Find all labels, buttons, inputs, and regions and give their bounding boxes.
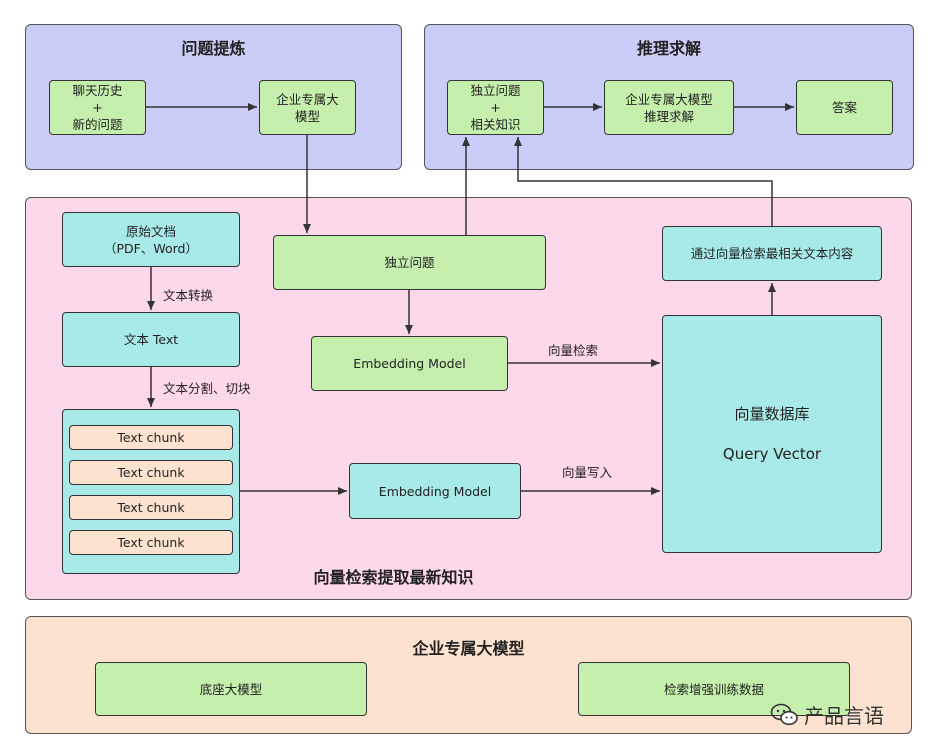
edge-label-vector-write: 向量写入 [562, 465, 613, 480]
node-embedding-model-docs: Embedding Model [349, 463, 521, 519]
wechat-icon [770, 703, 798, 725]
node-rag-training-data: 检索增强训练数据 [578, 662, 850, 716]
text-chunk: Text chunk [69, 530, 233, 555]
node-chat-history: 聊天历史 + 新的问题 [49, 80, 146, 135]
node-base-model: 底座大模型 [95, 662, 367, 716]
edge-label-text-conversion: 文本转换 [163, 288, 214, 303]
panel-retrieval-title: 向量检索提取最新知识 [313, 568, 474, 587]
node-answer: 答案 [796, 80, 893, 135]
node-text: 文本 Text [62, 312, 240, 367]
panel-reasoning-title: 推理求解 [636, 39, 701, 58]
node-vector-database: 向量数据库 Query Vector [662, 315, 882, 553]
text-chunk: Text chunk [69, 460, 233, 485]
edge-label-vector-search: 向量检索 [548, 343, 599, 358]
watermark-text: 产品言语 [804, 704, 884, 728]
node-llm-reasoning: 企业专属大模型 推理求解 [604, 80, 734, 135]
watermark: 产品言语 [770, 700, 884, 729]
panel-model-title: 企业专属大模型 [412, 639, 525, 658]
vector-database-subtitle: Query Vector [722, 445, 822, 463]
text-chunk: Text chunk [69, 425, 233, 450]
text-chunk: Text chunk [69, 495, 233, 520]
node-raw-documents: 原始文档 （PDF、Word） [62, 212, 240, 267]
vector-database-title: 向量数据库 [734, 405, 810, 423]
edge-label-split: 文本分割、切块 [163, 381, 251, 396]
node-embedding-model-query: Embedding Model [311, 336, 508, 391]
node-standalone-question-with-knowledge: 独立问题 + 相关知识 [447, 80, 544, 135]
node-standalone-question: 独立问题 [273, 235, 546, 290]
panel-question-title: 问题提炼 [181, 39, 246, 58]
node-enterprise-llm: 企业专属大 模型 [259, 80, 356, 135]
node-retrieve-relevant-text: 通过向量检索最相关文本内容 [662, 226, 882, 281]
